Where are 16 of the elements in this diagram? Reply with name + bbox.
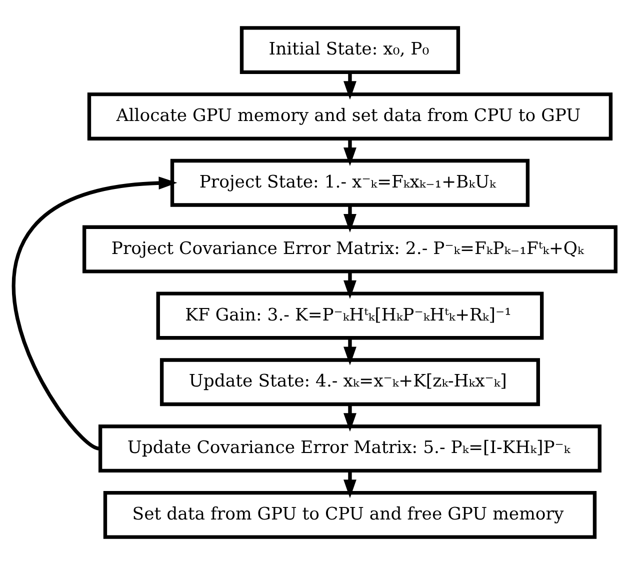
node-box: KF Gain: 3.- K=P⁻ₖHᵗₖ[HₖP⁻ₖHᵗₖ+Rₖ]⁻¹ <box>156 292 544 340</box>
node-box: Allocate GPU memory and set data from CPU to GPU <box>87 92 613 140</box>
node-box: Project Covariance Error Matrix: 2.- P⁻ₖ=FₖPₖ₋₁Fᵗₖ+Qₖ <box>82 225 618 274</box>
node-box: Update State: 4.- xₖ=x⁻ₖ+K[zₖ-Hₖx⁻ₖ] <box>160 358 540 406</box>
node-box: Initial State: x₀, P₀ <box>240 26 460 74</box>
arrow <box>12 176 178 450</box>
node-box: Set data from GPU to CPU and free GPU memory <box>103 490 597 539</box>
node-box: Update Covariance Error Matrix: 5.- Pₖ=[I-KHₖ]P⁻ₖ <box>98 424 602 473</box>
arrow <box>344 470 356 498</box>
node-box: Project State: 1.- x⁻ₖ=Fₖxₖ₋₁+BₖUₖ <box>170 158 530 207</box>
arrow <box>344 205 356 232</box>
arrow <box>344 404 356 432</box>
arrow <box>344 138 356 166</box>
arrow <box>344 271 356 299</box>
arrow <box>344 72 356 100</box>
arrow <box>344 338 356 366</box>
